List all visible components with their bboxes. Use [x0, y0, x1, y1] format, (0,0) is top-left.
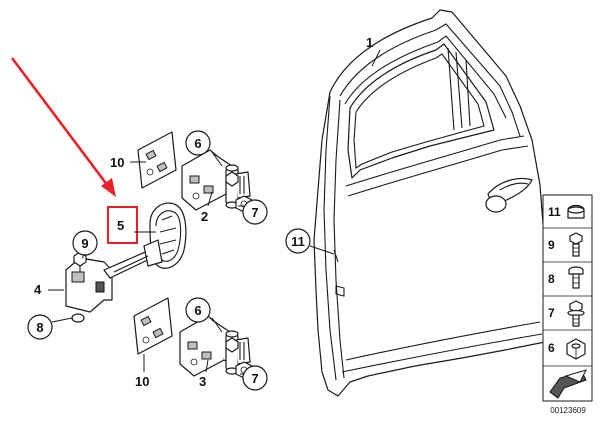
callout-labels: 1 11 10 6 2 7 5 9 4 8 6 3 7 10 — [27, 35, 373, 391]
legend-number-1: 9 — [548, 238, 555, 252]
callout-nut-upper: 7 — [251, 205, 258, 220]
callout-bolt-check: 9 — [81, 236, 88, 251]
legend-number-3: 7 — [548, 306, 555, 320]
torx-screw-icon — [568, 266, 584, 289]
check-strap — [65, 239, 163, 313]
callout-bolt-lower: 6 — [194, 303, 201, 318]
hex-nut-icon — [566, 338, 586, 360]
hinge-plate-upper — [137, 131, 177, 189]
callout-nut-lower: 7 — [251, 371, 258, 386]
fastener-check-screw — [71, 313, 85, 323]
callout-seal-clip: 11 — [291, 234, 305, 249]
legend-number-0: 11 — [548, 205, 561, 219]
callout-screw-check: 8 — [36, 320, 43, 335]
legend-number-4: 6 — [548, 341, 555, 355]
callout-check-strap-cover: 5 — [117, 218, 124, 233]
callout-hinge-upper: 2 — [201, 209, 208, 224]
fastener-upper-bolt — [225, 171, 239, 187]
image-code: 00123609 — [550, 406, 586, 415]
rear-door — [313, 9, 549, 397]
callout-hinge-lower: 3 — [199, 374, 206, 389]
fastener-lower-bolt — [225, 337, 239, 353]
callout-plate-lower: 10 — [135, 374, 149, 389]
hinge-lower — [179, 315, 251, 377]
directional-arrow-icon — [549, 369, 587, 399]
callout-door: 1 — [366, 35, 373, 50]
callout-bolt-upper: 6 — [194, 136, 201, 151]
callout-plate-upper: 10 — [110, 155, 124, 170]
hex-bolt-icon — [569, 232, 583, 257]
callout-check-strap: 4 — [34, 282, 42, 297]
highlight-annotation — [10, 57, 138, 244]
fastener-legend: 11 9 8 7 — [542, 194, 593, 402]
hex-flange-bolt-icon — [567, 300, 585, 327]
clip-nut-icon — [567, 204, 585, 219]
hinge-plate-lower — [133, 297, 173, 355]
legend-number-2: 8 — [548, 272, 555, 286]
